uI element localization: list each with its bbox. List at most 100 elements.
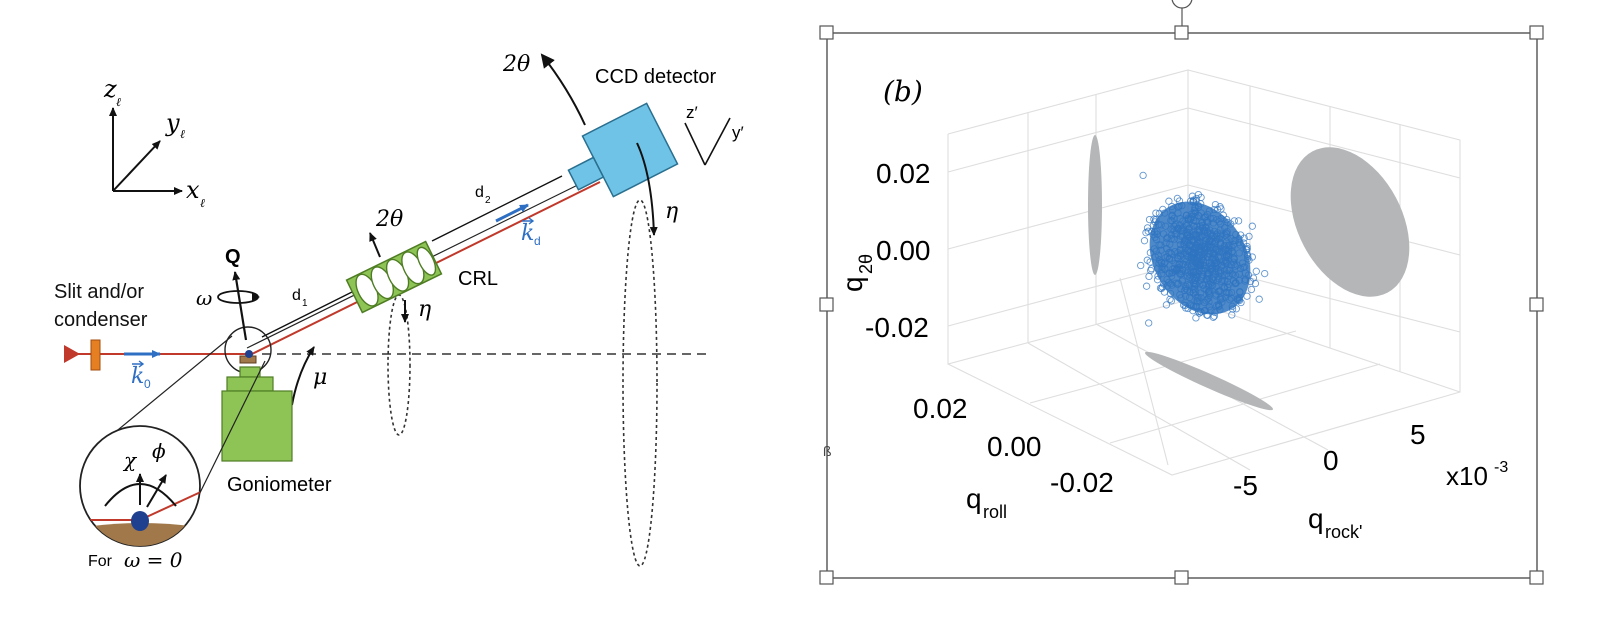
scatter-point: [1200, 246, 1209, 255]
scatter-point: [1231, 278, 1240, 287]
scatter-point: [1213, 216, 1221, 224]
scatter-point: [1206, 277, 1214, 286]
scatter-point: [1236, 264, 1245, 273]
scatter-point: [1221, 256, 1229, 264]
y-axis-label: y: [165, 109, 180, 137]
scatter-point: [1154, 272, 1162, 280]
scatter-point: [1230, 254, 1238, 262]
scatter-point: [1177, 294, 1185, 302]
projection-back-wall: [1290, 147, 1410, 297]
scatter-point: [1173, 264, 1181, 273]
resize-handle-top-center[interactable]: [1174, 25, 1189, 40]
scatter-point: [1161, 254, 1169, 262]
scatter-point: [1197, 251, 1205, 260]
scatter-point: [1192, 302, 1201, 310]
scatter-point: [1211, 245, 1219, 254]
setup-diagram: z ℓ y ℓ x ℓ k 0 Slit and/or condenser d …: [54, 52, 744, 572]
scatter-point: [1161, 209, 1169, 217]
scatter-point: [1184, 280, 1192, 289]
resize-handle-middle-left[interactable]: [819, 297, 834, 312]
scatter-point: [1239, 239, 1248, 247]
scatter-point: [1148, 227, 1156, 236]
scatter-point: [1212, 259, 1220, 267]
scatter-point: [1188, 192, 1197, 200]
resize-handle-top-right[interactable]: [1529, 25, 1544, 40]
rock-axis-title-sub: rock': [1325, 522, 1362, 542]
rock-axis-title: q: [1308, 503, 1324, 534]
scatter-point: [1192, 197, 1200, 205]
scatter-point: [1215, 248, 1223, 256]
scatter-point: [1197, 243, 1205, 251]
scatter-point: [1202, 242, 1210, 250]
scatter-point: [1174, 224, 1182, 232]
scatter-point: [1255, 295, 1263, 303]
scatter-point: [1156, 284, 1165, 292]
scatter-point: [1191, 282, 1199, 291]
scatter-point: [1232, 230, 1240, 239]
scatter-point: [1200, 250, 1209, 258]
scatter-point: [1192, 314, 1200, 322]
slit: [90, 339, 101, 371]
z-tick-0: 0.02: [876, 158, 931, 189]
scatter-point: [1172, 279, 1180, 287]
scatter-point: [1252, 267, 1260, 275]
scatter-point: [1147, 265, 1156, 273]
resize-handle-middle-right[interactable]: [1529, 297, 1544, 312]
scatter-point: [1150, 245, 1158, 253]
scatter-point: [1163, 233, 1172, 242]
detector-two-theta-label: 2θ: [502, 52, 530, 77]
sample-circle: [224, 326, 272, 374]
stray-glyph: ß: [823, 443, 832, 459]
resize-handle-bottom-left[interactable]: [819, 570, 834, 585]
scatter-point: [1157, 258, 1165, 266]
scatter-point: [1208, 237, 1216, 246]
scatter-point: [1168, 281, 1176, 289]
d1-sub: 1: [302, 298, 308, 309]
scatter-point: [1203, 295, 1211, 303]
scatter-point: [1174, 252, 1183, 260]
scatter-point: [1154, 251, 1162, 259]
main-scatter-cluster: [1137, 171, 1269, 327]
scatter-point: [1223, 227, 1231, 236]
scatter-point: [1245, 232, 1253, 241]
scatter-point: [1158, 266, 1166, 274]
scatter-point: [1139, 171, 1147, 180]
detector-label: CCD detector: [595, 66, 716, 88]
roll-tick-0: 0.02: [913, 393, 968, 424]
scatter-point: [1162, 301, 1171, 309]
k0-label: k: [131, 364, 144, 389]
scatter-point: [1182, 292, 1190, 300]
resize-handle-bottom-center[interactable]: [1174, 570, 1189, 585]
scatter-point: [1152, 247, 1160, 255]
scatter-point: [1186, 197, 1195, 205]
scatter-point: [1185, 270, 1194, 279]
scatter-point: [1227, 234, 1235, 243]
scatter-point: [1205, 303, 1214, 311]
scatter-point: [1210, 205, 1218, 214]
goniometer-label: Goniometer: [227, 474, 332, 496]
scatter-point: [1198, 218, 1206, 227]
z-axis-label: z: [103, 75, 117, 103]
scatter-point: [1235, 295, 1243, 304]
scatter-point: [1155, 209, 1164, 218]
scatter-point: [1155, 259, 1163, 268]
scatter-point: [1189, 236, 1198, 244]
scatter-point: [1181, 248, 1189, 256]
scatter-point: [1221, 253, 1229, 261]
resize-handle-bottom-right[interactable]: [1529, 570, 1544, 585]
resize-handle-top-left[interactable]: [819, 25, 834, 40]
scatter-point: [1243, 246, 1251, 254]
scatter-point: [1142, 229, 1150, 237]
scatter-point: [1243, 292, 1251, 300]
scatter-point: [1167, 235, 1175, 243]
scatter-point: [1140, 237, 1149, 245]
y-axis-sub: ℓ: [180, 127, 185, 141]
scatter-point: [1227, 288, 1236, 297]
source-marker: [64, 345, 80, 363]
scatter-point: [1235, 238, 1243, 247]
scatter-point: [1182, 282, 1190, 291]
omega-zero-label: ω = 0: [124, 548, 183, 572]
rotate-handle[interactable]: [1171, 0, 1193, 9]
projection-floor: [1144, 351, 1274, 411]
scatter-point: [1223, 270, 1231, 278]
